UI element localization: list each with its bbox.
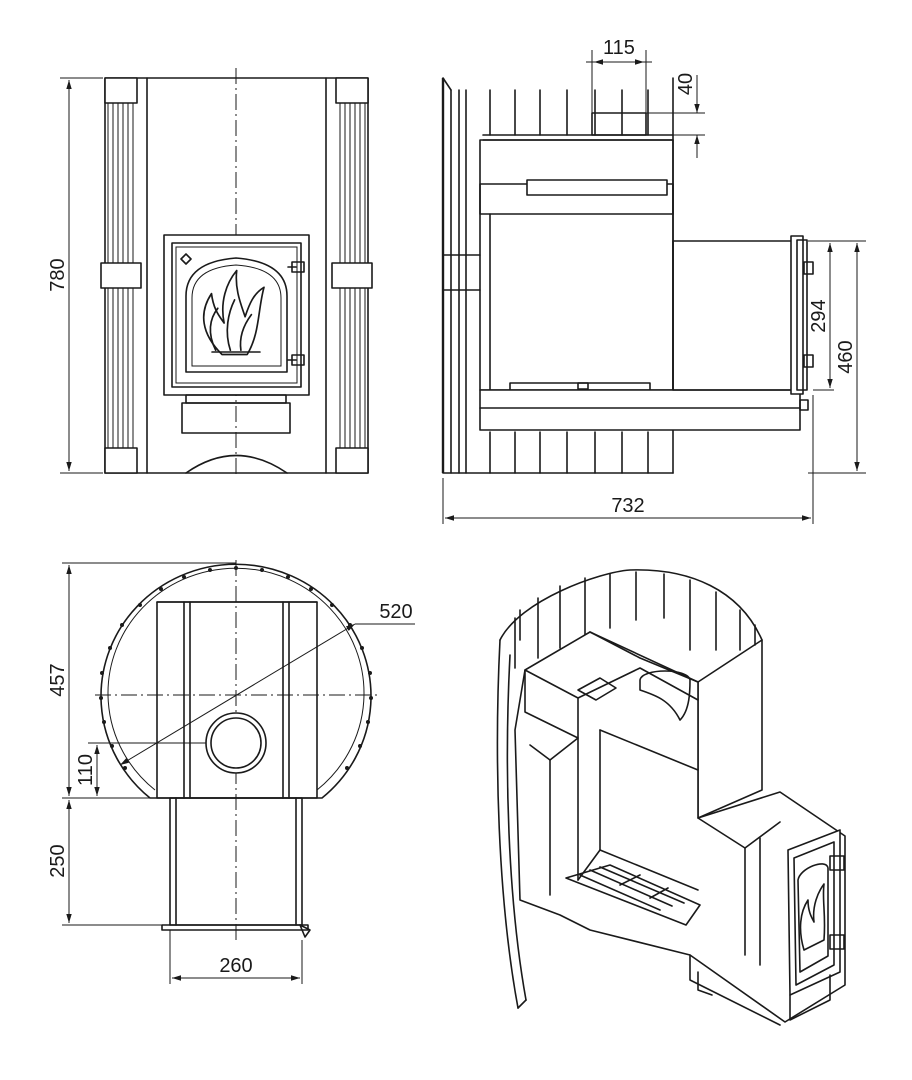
side-top-bars xyxy=(482,89,674,141)
top-diameter-label: 520 xyxy=(379,601,412,623)
front-view: 780 xyxy=(47,68,373,478)
side-view: 115 40 294 460 732 xyxy=(441,37,866,524)
top-tunnel-width-label: 260 xyxy=(219,955,252,977)
side-chimney-offset-label: 40 xyxy=(675,73,697,95)
side-chimney-width-label: 115 xyxy=(603,37,635,59)
top-tunnel-length-label: 250 xyxy=(47,844,69,877)
front-right-ribs xyxy=(331,77,373,474)
top-view: 520 457 110 250 260 xyxy=(47,560,415,984)
iso-grate xyxy=(565,864,701,926)
side-total-depth-label: 732 xyxy=(611,495,644,517)
top-chimney-offset-label: 110 xyxy=(75,754,97,786)
front-door xyxy=(163,234,310,396)
side-tunnel-outer-label: 460 xyxy=(835,340,857,373)
front-left-ribs xyxy=(100,77,142,474)
iso-shell-rods xyxy=(514,571,756,669)
iso-flame-icon xyxy=(799,883,826,951)
iso-door xyxy=(787,829,845,1021)
top-depth-label: 457 xyxy=(47,663,69,696)
top-rim-rivets xyxy=(99,566,373,770)
side-bottom-bars xyxy=(489,431,649,474)
isometric-view xyxy=(496,569,846,1026)
side-tunnel-inner-label: 294 xyxy=(808,299,830,332)
front-height-label: 780 xyxy=(47,258,69,291)
diamond-badge-icon xyxy=(180,253,192,265)
